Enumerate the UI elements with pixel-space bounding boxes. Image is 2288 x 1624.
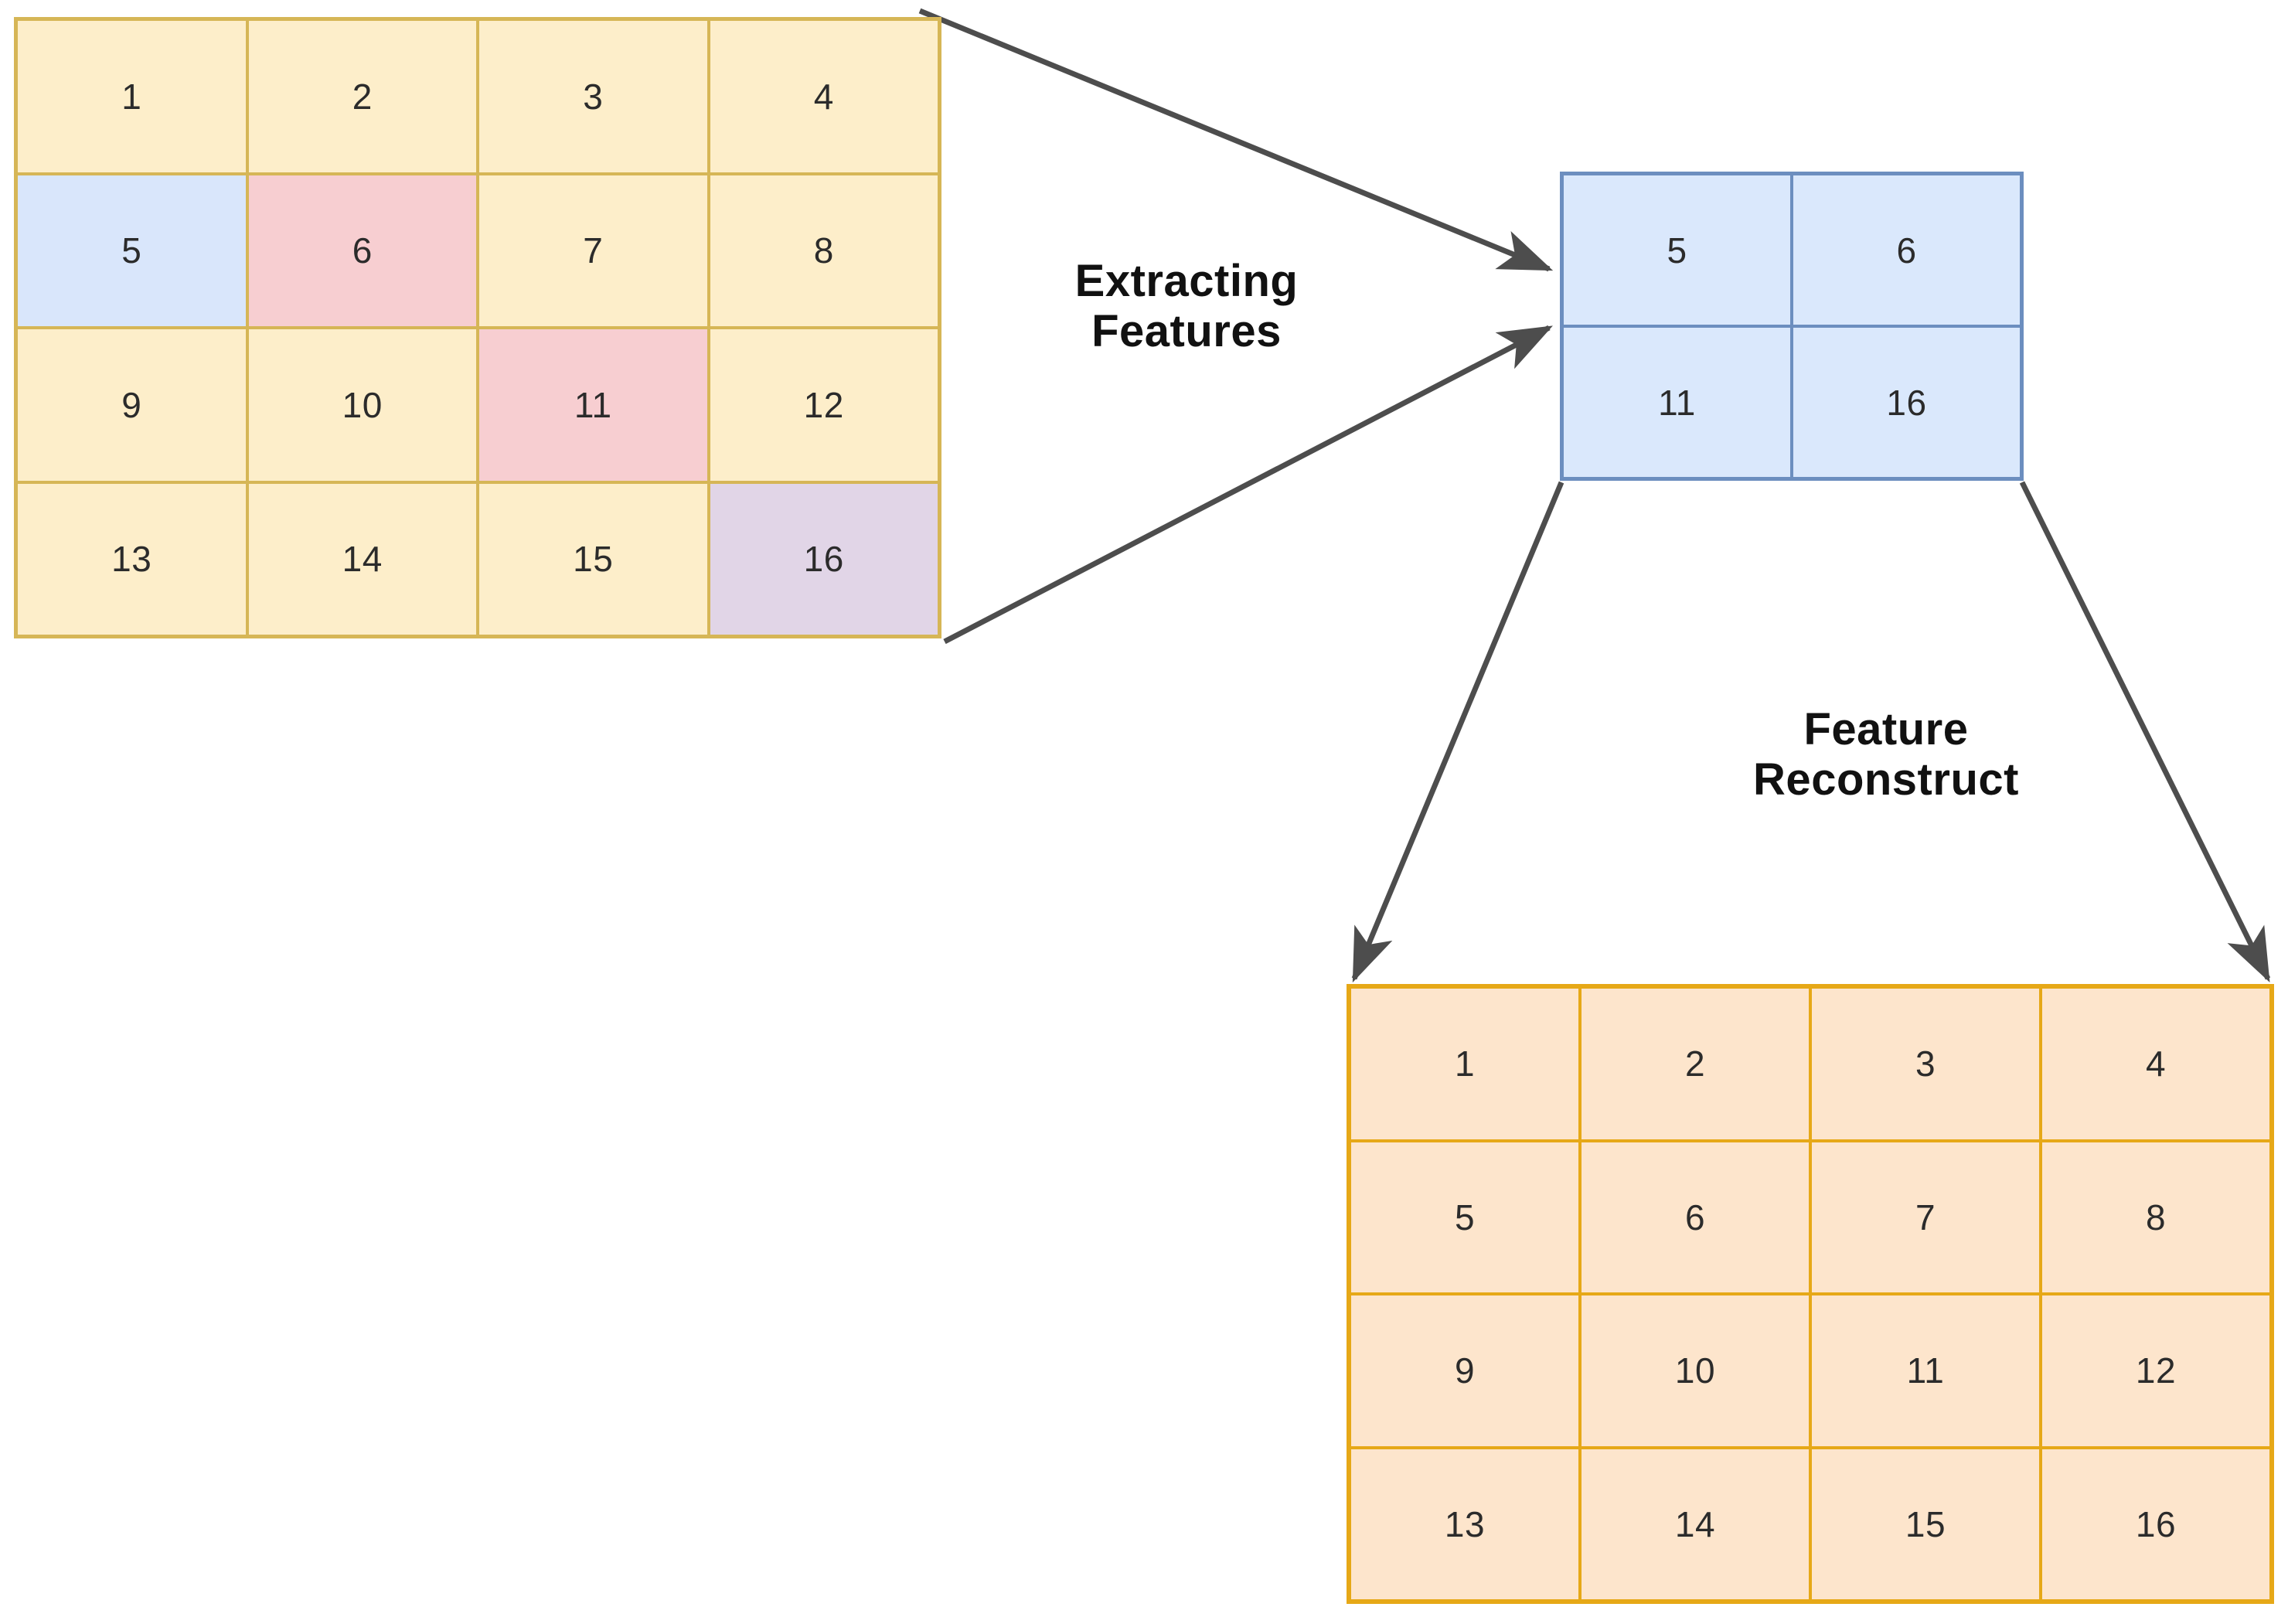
reconstruct-cell[interactable]: 15	[1810, 1447, 2041, 1601]
source-cell[interactable]: 1	[16, 19, 247, 174]
reconstruct-cell[interactable]: 7	[1810, 1140, 2041, 1294]
reconstructed-feature-map-grid: 1 2 3 4 5 6 7 8 9 10 11 12 13 14 15 16	[1347, 984, 2274, 1604]
source-cell-highlight-pink[interactable]: 11	[478, 328, 709, 482]
feature-cell[interactable]: 11	[1562, 326, 1792, 478]
arrow-extract-top	[918, 8, 1554, 272]
source-cell[interactable]: 2	[247, 19, 478, 174]
source-cell-highlight-pink[interactable]: 6	[247, 173, 478, 328]
reconstruct-cell[interactable]: 14	[1580, 1447, 1810, 1601]
source-cell-highlight-purple[interactable]: 16	[708, 482, 939, 636]
reconstruct-cell[interactable]: 13	[1350, 1447, 1580, 1601]
source-cell[interactable]: 10	[247, 328, 478, 482]
source-cell[interactable]: 7	[478, 173, 709, 328]
source-cell[interactable]: 15	[478, 482, 709, 636]
source-cell[interactable]: 12	[708, 328, 939, 482]
reconstruct-cell[interactable]: 16	[2041, 1447, 2271, 1601]
feature-reconstruct-label: Feature Reconstruct	[1753, 704, 2019, 805]
reconstruct-cell[interactable]: 10	[1580, 1294, 1810, 1448]
arrow-extract-bottom	[943, 325, 1553, 645]
reconstruct-cell[interactable]: 5	[1350, 1140, 1580, 1294]
feature-cell[interactable]: 5	[1562, 174, 1792, 326]
source-cell-highlight-blue[interactable]: 5	[16, 173, 247, 328]
source-cell[interactable]: 4	[708, 19, 939, 174]
feature-cell[interactable]: 6	[1792, 174, 2021, 326]
reconstruct-cell[interactable]: 1	[1350, 987, 1580, 1141]
original-feature-map-grid: 1 2 3 4 5 6 7 8 9 10 11 12 13 14 15 16	[14, 17, 941, 638]
source-cell[interactable]: 3	[478, 19, 709, 174]
extracted-feature-map-grid: 5 6 11 16	[1560, 172, 2024, 481]
reconstruct-cell[interactable]: 8	[2041, 1140, 2271, 1294]
arrow-reconstruct-left	[1351, 481, 1564, 983]
source-cell[interactable]: 13	[16, 482, 247, 636]
reconstruct-cell[interactable]: 12	[2041, 1294, 2271, 1448]
reconstruct-cell[interactable]: 3	[1810, 987, 2041, 1141]
source-cell[interactable]: 9	[16, 328, 247, 482]
extracting-features-label: Extracting Features	[1074, 256, 1299, 356]
reconstruct-cell[interactable]: 6	[1580, 1140, 1810, 1294]
source-cell[interactable]: 14	[247, 482, 478, 636]
source-cell[interactable]: 8	[708, 173, 939, 328]
feature-cell[interactable]: 16	[1792, 326, 2021, 478]
reconstruct-cell[interactable]: 11	[1810, 1294, 2041, 1448]
reconstruct-cell[interactable]: 2	[1580, 987, 1810, 1141]
reconstruct-cell[interactable]: 9	[1350, 1294, 1580, 1448]
reconstruct-cell[interactable]: 4	[2041, 987, 2271, 1141]
